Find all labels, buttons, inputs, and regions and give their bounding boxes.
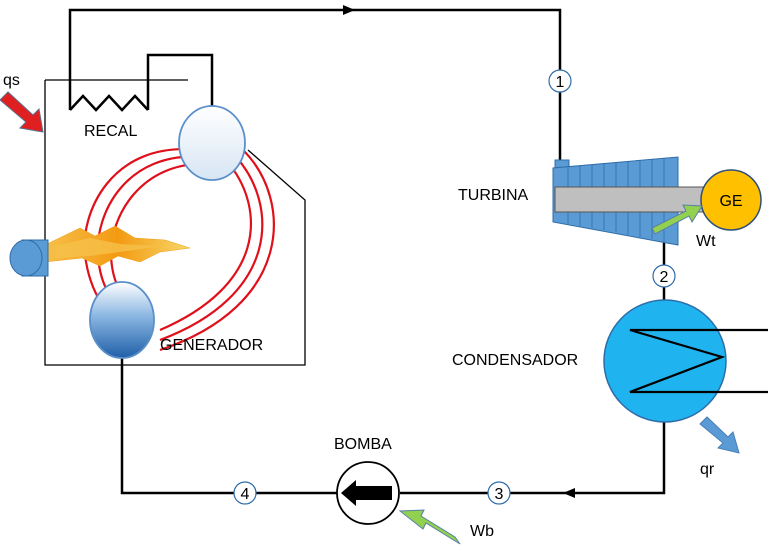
qs-arrow (0, 91, 44, 133)
label-recal: RECAL (84, 123, 137, 140)
electric-generator (700, 169, 762, 231)
svg-text:3: 3 (495, 486, 504, 503)
wb-arrow (398, 509, 461, 545)
state-point-1: 1 (548, 69, 572, 93)
state-point-4: 4 (233, 481, 257, 505)
qr-arrow (699, 416, 740, 454)
pipe-pump-to-generator (120, 358, 337, 495)
flow-arrow-top (343, 5, 355, 15)
svg-text:1: 1 (556, 74, 565, 91)
turbine-shaft (554, 186, 704, 213)
pipe-superheater-to-turbine (68, 8, 562, 165)
state-point-2: 2 (652, 264, 676, 288)
label-condensador: CONDENSADOR (452, 352, 578, 369)
label-qs: qs (3, 72, 20, 89)
superheater-coil (69, 94, 149, 112)
label-qr: qr (700, 461, 715, 478)
label-bomba: BOMBA (334, 436, 392, 453)
superheater-pipe (146, 53, 214, 110)
condenser (603, 299, 727, 423)
pump-arrow-icon (341, 480, 392, 506)
label-wb: Wb (470, 523, 494, 540)
flow-arrow-bottom (563, 488, 575, 498)
pipe-condenser-to-pump (400, 420, 666, 495)
svg-text:2: 2 (660, 269, 669, 286)
label-turbina: TURBINA (458, 187, 529, 204)
label-generador: GENERADOR (160, 337, 263, 354)
label-ge: GE (719, 193, 742, 210)
wt-arrow (651, 204, 703, 235)
water-drum (89, 281, 155, 359)
steam-drum (178, 105, 246, 181)
label-wt: Wt (696, 233, 716, 250)
turbine (552, 156, 704, 246)
burner (9, 239, 49, 277)
svg-text:4: 4 (241, 486, 250, 503)
state-point-3: 3 (487, 481, 511, 505)
condenser-coil (629, 328, 768, 394)
